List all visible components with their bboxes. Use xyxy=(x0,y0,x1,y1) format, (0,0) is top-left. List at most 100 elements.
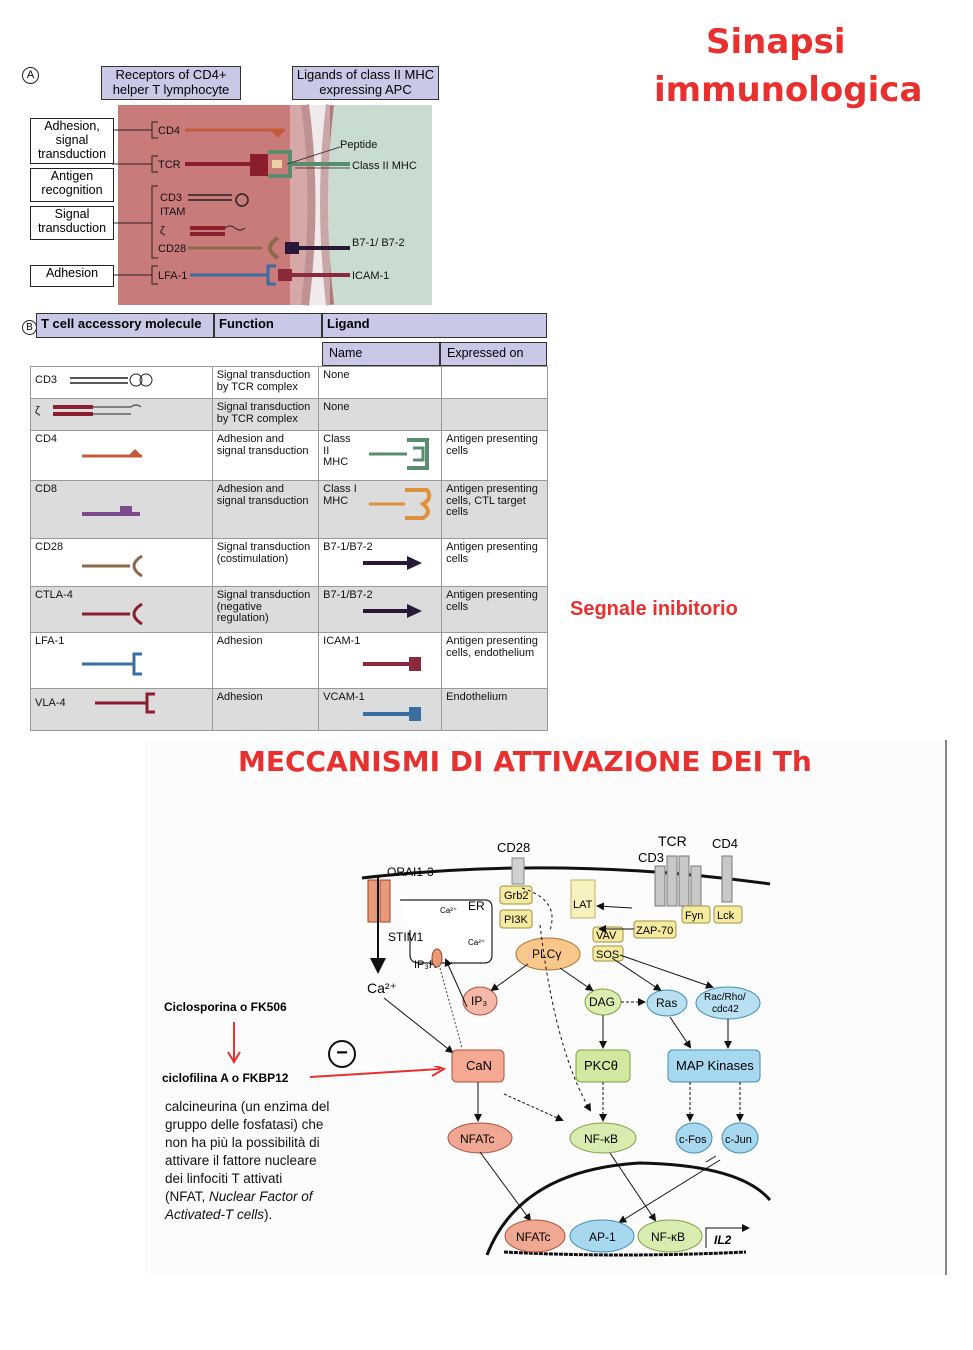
header-ligand: Ligand xyxy=(322,313,547,338)
pi3k-label: PI3K xyxy=(504,914,529,926)
stim-label: STIM1 xyxy=(388,930,424,944)
il2-label: IL2 xyxy=(714,1233,732,1247)
cell-molecule: CTLA-4 xyxy=(30,586,213,633)
left-label-antigen-recognition: Antigen recognition xyxy=(30,168,114,202)
tcr-head xyxy=(250,154,268,176)
ca-outside-label: Ca²⁺ xyxy=(367,980,397,996)
panel-a-marker: A xyxy=(22,67,39,84)
icam-glyph xyxy=(363,656,422,671)
header-ligand-name: Name xyxy=(322,342,440,366)
can-label: CaN xyxy=(466,1058,492,1073)
sos-label: SOS xyxy=(596,949,619,961)
dag-label: DAG xyxy=(589,995,615,1009)
inhibition-arrow-icon xyxy=(310,1066,447,1078)
cd4-head xyxy=(270,130,285,138)
accessory-molecule-table: CD3 Signal transduction by TCR complex N… xyxy=(30,366,548,731)
header-molecule: T cell accessory molecule xyxy=(36,313,214,338)
cd3-glyph xyxy=(70,373,153,387)
cell-ligand-name: Class II MHC xyxy=(318,430,443,481)
cfos-label: c-Fos xyxy=(679,1134,707,1146)
label-tcr: TCR xyxy=(158,159,181,171)
cell-expressed: Antigen presenting cells, CTL target cel… xyxy=(441,480,548,539)
left-label-adhesion-signal: Adhesion, signal transduction xyxy=(30,118,114,164)
table-row: CTLA-4 Signal transduction (negative reg… xyxy=(30,586,548,633)
cell-function: Signal transduction by TCR complex xyxy=(211,366,320,399)
cjun-label: c-Jun xyxy=(725,1134,752,1146)
tcr-label: TCR xyxy=(658,833,687,849)
label-lfa1: LFA-1 xyxy=(158,270,187,282)
binder-label: ciclofilina A o FKBP12 xyxy=(162,1071,289,1085)
panel-b-marker-text: B xyxy=(26,322,33,333)
minus-symbol: − xyxy=(336,1042,348,1064)
ip3r-label: IP₃R xyxy=(414,959,437,971)
label-icam: ICAM-1 xyxy=(352,270,389,282)
label-b7: B7-1/ B7-2 xyxy=(352,237,405,249)
cell-function: Signal transduction (negative regulation… xyxy=(211,586,320,633)
cell-molecule: VLA-4 xyxy=(30,688,213,731)
lfa1-head xyxy=(266,264,276,286)
cell-molecule: CD3 xyxy=(30,366,213,399)
cd8-glyph xyxy=(82,505,140,516)
cell-molecule: CD4 xyxy=(30,430,213,481)
cell-function: Adhesion xyxy=(211,632,320,689)
section-title: MECCANISMI DI ATTIVAZIONE DEI Th xyxy=(238,745,812,778)
cell-function: Adhesion and signal transduction xyxy=(211,480,320,539)
vav-label: VAV xyxy=(596,930,617,942)
slide-title-line1: Sinapsi xyxy=(706,22,846,62)
cd28-glyph xyxy=(82,554,143,577)
cell-molecule: ζ xyxy=(30,398,213,431)
lfa1-glyph xyxy=(82,652,142,675)
inhibitory-signal-label: Segnale inibitorio xyxy=(570,598,738,620)
header-function: Function xyxy=(214,313,322,338)
cell-ligand-name: B7-1/B7-2 xyxy=(318,538,443,587)
cell-expressed xyxy=(441,398,548,431)
cell-ligand-name: B7-1/B7-2 xyxy=(318,586,443,633)
ctla4-glyph xyxy=(82,602,143,625)
vla4-glyph xyxy=(94,692,155,714)
apc-body xyxy=(324,105,432,305)
b7-glyph-2 xyxy=(363,603,423,618)
icam-head xyxy=(278,269,292,281)
grb2-label: Grb2 xyxy=(504,890,528,902)
cd28-label: CD28 xyxy=(497,840,530,855)
table-row: LFA-1 Adhesion ICAM-1 Antigen presenting… xyxy=(30,632,548,689)
cdc42-label: cdc42 xyxy=(712,1004,739,1015)
nuclear-envelope xyxy=(485,1161,772,1256)
header-expressed-on: Expressed on xyxy=(440,342,547,366)
plasma-membrane xyxy=(361,866,771,886)
mapk-label: MAP Kinases xyxy=(676,1058,754,1073)
table-row: VLA-4 Adhesion VCAM-1 Endothelium xyxy=(30,688,548,731)
pkc-label: PKCθ xyxy=(584,1058,618,1073)
cd3-label: CD3 xyxy=(638,850,664,865)
label-class2-mhc: Class II MHC xyxy=(352,160,417,172)
down-arrow-icon xyxy=(227,1022,241,1064)
mapk-node xyxy=(667,1049,761,1083)
table-row: CD28 Signal transduction (costimulation)… xyxy=(30,538,548,587)
cell-expressed: Endothelium xyxy=(441,688,548,731)
vcam-glyph xyxy=(363,706,422,721)
nuclear-nfkb-label: NF-κB xyxy=(651,1230,685,1244)
b7-head xyxy=(285,242,299,254)
er-body xyxy=(400,899,493,964)
rac-label: Rac/Rho/ xyxy=(704,992,746,1003)
signaling-pathway: ORAI1-3 ER STIM1 Ca²⁺ Ca²⁺ IP₃R Ca²⁺ CD2… xyxy=(361,833,772,1257)
calcineurin-description: calcineurina (un enzima del gruppo delle… xyxy=(165,1099,330,1222)
nuclear-ap1-label: AP-1 xyxy=(589,1230,616,1244)
ca-er-label-1: Ca²⁺ xyxy=(440,906,457,915)
label-cd3: CD3 xyxy=(160,192,182,204)
nfkb-label: NF-κB xyxy=(584,1132,618,1146)
cd28-head xyxy=(268,236,280,260)
panel-b-marker: B xyxy=(22,320,37,335)
ca-er-label-2: Ca²⁺ xyxy=(468,938,485,947)
er-label: ER xyxy=(468,899,485,913)
zeta-glyph xyxy=(52,404,142,416)
cell-function: Signal transduction (costimulation) xyxy=(211,538,320,587)
table-row: CD4 Adhesion and signal transduction Cla… xyxy=(30,430,548,481)
lck-label: Lck xyxy=(717,910,735,922)
cell-molecule: CD28 xyxy=(30,538,213,587)
cd4-label: CD4 xyxy=(712,836,738,851)
cell-function: Adhesion xyxy=(211,688,320,731)
zeta-bar1 xyxy=(190,226,225,230)
left-label-signal-transduction: Signal transduction xyxy=(30,206,114,240)
lat-label: LAT xyxy=(573,899,593,911)
